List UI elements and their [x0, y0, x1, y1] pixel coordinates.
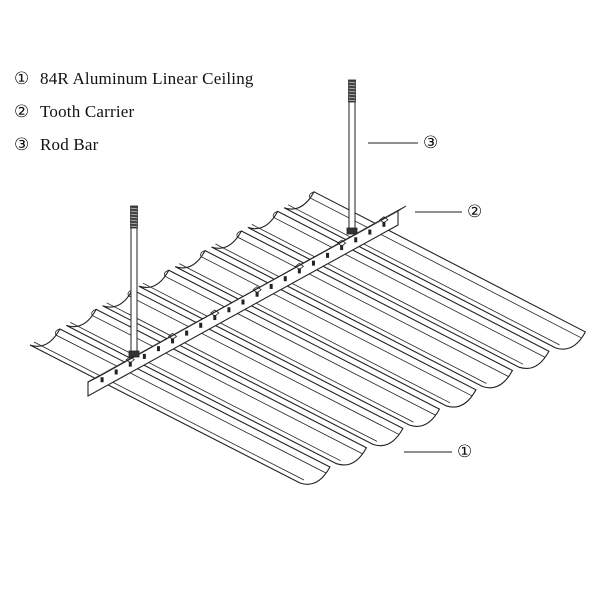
panel-lip [309, 191, 582, 339]
carrier-top-flange [87, 205, 407, 383]
thread-line [348, 99, 356, 102]
carrier-slot [340, 245, 344, 251]
carrier-slot [368, 229, 372, 235]
panel-lip [272, 211, 546, 358]
carrier-slot [156, 346, 160, 352]
panel-edge-line [33, 341, 305, 481]
panel-edge-line [251, 224, 524, 365]
rod-bars [128, 79, 358, 358]
callout-ceiling: ① [457, 442, 473, 461]
carrier-slot [382, 221, 386, 227]
thread-line [348, 87, 356, 90]
ceiling-panel [283, 191, 587, 350]
carrier-tooth [210, 309, 220, 317]
rod-shaft [130, 225, 138, 356]
carrier-slot [269, 283, 273, 289]
carrier-tooth [294, 262, 305, 270]
carrier-slot [241, 299, 245, 305]
legend-label: Rod Bar [40, 135, 99, 154]
carrier-slot [326, 252, 330, 258]
carrier-slot [128, 361, 132, 367]
thread-line [130, 219, 138, 222]
thread-line [348, 81, 356, 84]
legend-marker: ② [14, 102, 30, 121]
carrier-slot [199, 322, 203, 328]
carrier-slot [311, 260, 315, 266]
panel-lip [55, 328, 327, 474]
carrier-slot [297, 268, 301, 274]
carrier-slot [354, 237, 358, 243]
legend-item-tooth-carrier: ② Tooth Carrier [14, 101, 134, 123]
legend-item-ceiling: ① 84R Aluminum Linear Ceiling [14, 68, 254, 90]
carrier-slot [213, 315, 217, 321]
rod-clip [346, 227, 358, 235]
callout-rod-bar: ③ [423, 133, 439, 152]
carrier-tooth [336, 239, 347, 247]
ceiling-panel [138, 269, 441, 427]
carrier-tooth [379, 216, 389, 224]
panel-lip [163, 269, 436, 416]
carrier-tooth [125, 356, 135, 364]
thread-line [348, 84, 356, 87]
legend-label: Tooth Carrier [40, 102, 135, 121]
panel-edge-line [179, 263, 451, 404]
thread-line [130, 216, 138, 219]
rod-clip [128, 350, 140, 358]
carrier-slot [255, 291, 259, 297]
ceiling-panel [29, 328, 331, 485]
ceiling-panel [211, 230, 514, 389]
panel-edge-line [215, 243, 487, 384]
tooth-carrier [87, 205, 407, 397]
carrier-tooth [167, 332, 178, 340]
thread-line [130, 207, 138, 210]
panel-edge-line [287, 204, 560, 346]
carrier-slot [171, 338, 175, 344]
panel-edge-line [106, 302, 378, 442]
ceiling-panels [29, 191, 587, 485]
panel-lip [200, 250, 473, 397]
legend-marker: ① [14, 69, 30, 88]
panel-edge-line [142, 282, 414, 423]
carrier-slot [227, 307, 231, 313]
leader-lines [368, 142, 462, 453]
rod-shaft [348, 99, 356, 233]
legend-marker: ③ [14, 135, 30, 154]
thread-line [130, 222, 138, 225]
thread-line [130, 225, 138, 228]
rod-bar-front [128, 205, 140, 358]
rod-bar-back [346, 79, 358, 235]
carrier-slot [142, 353, 146, 359]
thread-line [130, 210, 138, 213]
panel-edge-line [70, 322, 341, 462]
thread-line [130, 213, 138, 216]
ceiling-panel [174, 249, 477, 408]
callout-tooth-carrier: ② [467, 202, 483, 221]
thread-line [348, 93, 356, 96]
thread-line [348, 96, 356, 99]
thread-line [348, 90, 356, 93]
ceiling-panel [66, 308, 368, 466]
carrier-tooth [252, 286, 262, 294]
legend-item-rod-bar: ③ Rod Bar [14, 134, 99, 156]
carrier-slot [185, 330, 189, 336]
carrier-slot [100, 377, 104, 383]
carrier-slot [283, 276, 287, 282]
ceiling-panel [247, 210, 550, 370]
legend-label: 84R Aluminum Linear Ceiling [40, 69, 254, 88]
carrier-slot [114, 369, 118, 375]
panel-lip [91, 309, 363, 455]
panel-lip [236, 230, 509, 377]
